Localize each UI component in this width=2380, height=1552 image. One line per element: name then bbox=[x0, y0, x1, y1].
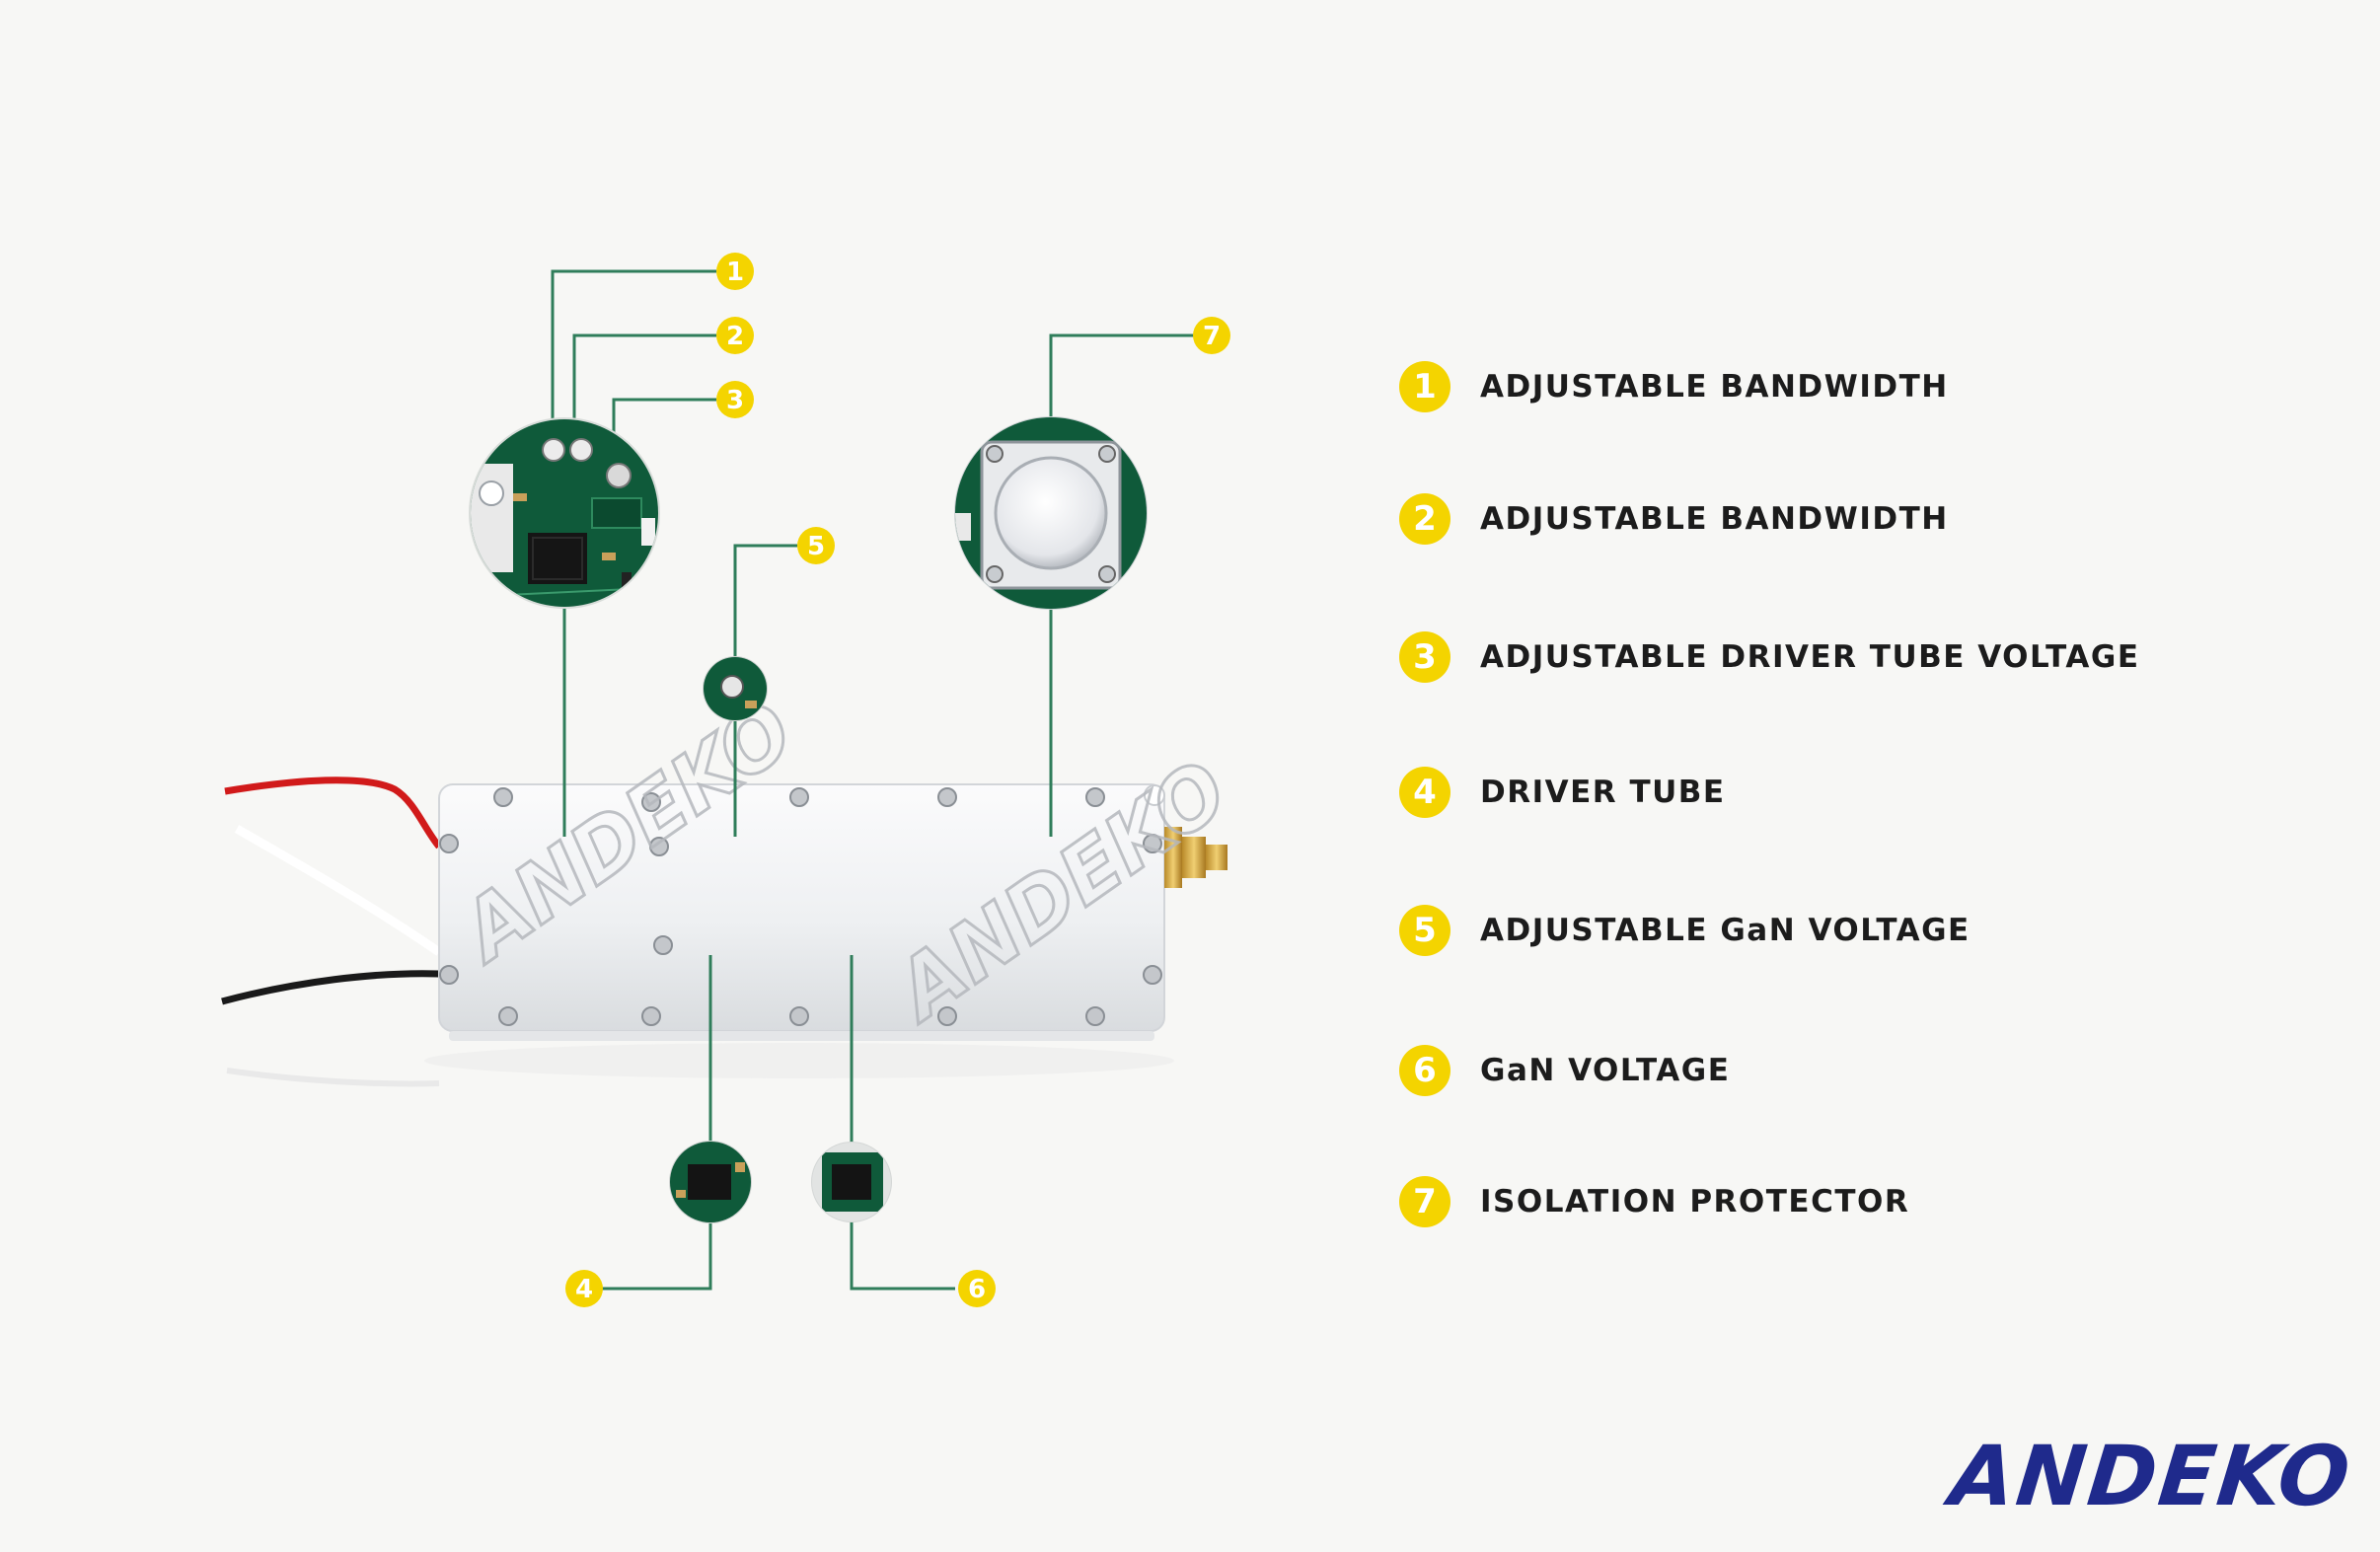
housing-screw bbox=[641, 1006, 661, 1026]
callout-badges: 1 2 3 5 7 4 6 bbox=[565, 253, 1230, 1307]
callout-badge-6: 6 bbox=[958, 1270, 996, 1307]
housing-screw bbox=[439, 965, 459, 985]
legend-badge-6: 6 bbox=[1399, 1045, 1450, 1096]
legend-badge-5: 5 bbox=[1399, 905, 1450, 956]
callout-legend: 1 ADJUSTABLE BANDWIDTH 2 ADJUSTABLE BAND… bbox=[1399, 0, 2287, 1552]
legend-badge-4: 4 bbox=[1399, 767, 1450, 818]
legend-label-5: ADJUSTABLE GaN VOLTAGE bbox=[1480, 913, 1971, 948]
legend-label-3: ADJUSTABLE DRIVER TUBE VOLTAGE bbox=[1480, 639, 2140, 675]
legend-item-1: 1 ADJUSTABLE BANDWIDTH bbox=[1399, 357, 1949, 416]
leader-lines bbox=[551, 269, 1194, 1291]
callout-number-2: 2 bbox=[726, 322, 744, 351]
legend-badge-3: 3 bbox=[1399, 631, 1450, 683]
housing-screw bbox=[937, 787, 957, 807]
leader-line-2 bbox=[572, 333, 716, 419]
housing-screw bbox=[1143, 834, 1162, 853]
legend-badge-1: 1 bbox=[1399, 361, 1450, 412]
brand-logo: ANDEKO bbox=[1945, 1428, 2356, 1524]
housing-screw bbox=[653, 935, 673, 955]
callout-badge-7: 7 bbox=[1193, 317, 1230, 354]
callout-badge-4: 4 bbox=[565, 1270, 603, 1307]
zoom-gan-adjuster bbox=[703, 656, 768, 721]
legend-item-5: 5 ADJUSTABLE GaN VOLTAGE bbox=[1399, 901, 1971, 960]
callout-number-3: 3 bbox=[726, 386, 744, 415]
housing-screw bbox=[649, 837, 669, 856]
callout-number-6: 6 bbox=[968, 1275, 986, 1304]
legend-label-1: ADJUSTABLE BANDWIDTH bbox=[1480, 369, 1949, 405]
housing-screw bbox=[1085, 1006, 1105, 1026]
callout-badge-1: 1 bbox=[716, 253, 754, 290]
zoom-isolator bbox=[954, 416, 1148, 610]
housing-screws bbox=[439, 787, 1162, 1026]
power-cables bbox=[221, 776, 442, 1087]
housing-screw bbox=[1085, 787, 1105, 807]
amplifier-housing bbox=[424, 783, 1174, 1078]
legend-label-6: GaN VOLTAGE bbox=[1480, 1053, 1731, 1088]
leader-line-6 bbox=[850, 1221, 955, 1291]
housing-screw bbox=[493, 787, 513, 807]
callout-badge-2: 2 bbox=[716, 317, 754, 354]
legend-item-7: 7 ISOLATION PROTECTOR bbox=[1399, 1172, 1909, 1231]
callout-number-7: 7 bbox=[1203, 322, 1221, 351]
housing-screw bbox=[439, 834, 459, 853]
leader-line-1 bbox=[551, 269, 716, 419]
legend-badge-7: 7 bbox=[1399, 1176, 1450, 1227]
housing-screw bbox=[789, 787, 809, 807]
housing-screw bbox=[789, 1006, 809, 1026]
zoom-driver-tube bbox=[669, 1141, 752, 1223]
callout-badge-5: 5 bbox=[797, 527, 835, 564]
housing-screw bbox=[937, 1006, 957, 1026]
legend-label-2: ADJUSTABLE BANDWIDTH bbox=[1480, 501, 1949, 537]
legend-item-3: 3 ADJUSTABLE DRIVER TUBE VOLTAGE bbox=[1399, 628, 2140, 687]
legend-label-4: DRIVER TUBE bbox=[1480, 775, 1726, 810]
housing-screw bbox=[641, 792, 661, 812]
legend-badge-2: 2 bbox=[1399, 493, 1450, 545]
leader-line-3 bbox=[612, 398, 716, 434]
legend-label-7: ISOLATION PROTECTOR bbox=[1480, 1184, 1910, 1219]
legend-item-4: 4 DRIVER TUBE bbox=[1399, 763, 1726, 822]
legend-item-6: 6 GaN VOLTAGE bbox=[1399, 1041, 1730, 1100]
zoom-pcb-adjusters bbox=[469, 417, 660, 609]
sma-connector bbox=[1144, 784, 1227, 888]
leader-line-4 bbox=[602, 1222, 712, 1291]
leader-line-7 bbox=[1049, 333, 1194, 417]
callout-number-1: 1 bbox=[726, 258, 744, 287]
callout-badge-3: 3 bbox=[716, 381, 754, 418]
leader-line-5 bbox=[733, 544, 797, 657]
legend-item-2: 2 ADJUSTABLE BANDWIDTH bbox=[1399, 489, 1949, 549]
callout-number-5: 5 bbox=[807, 532, 825, 561]
zoom-gan-voltage bbox=[811, 1142, 892, 1222]
housing-screw bbox=[1143, 965, 1162, 985]
callout-number-4: 4 bbox=[575, 1275, 593, 1304]
housing-screw bbox=[498, 1006, 518, 1026]
